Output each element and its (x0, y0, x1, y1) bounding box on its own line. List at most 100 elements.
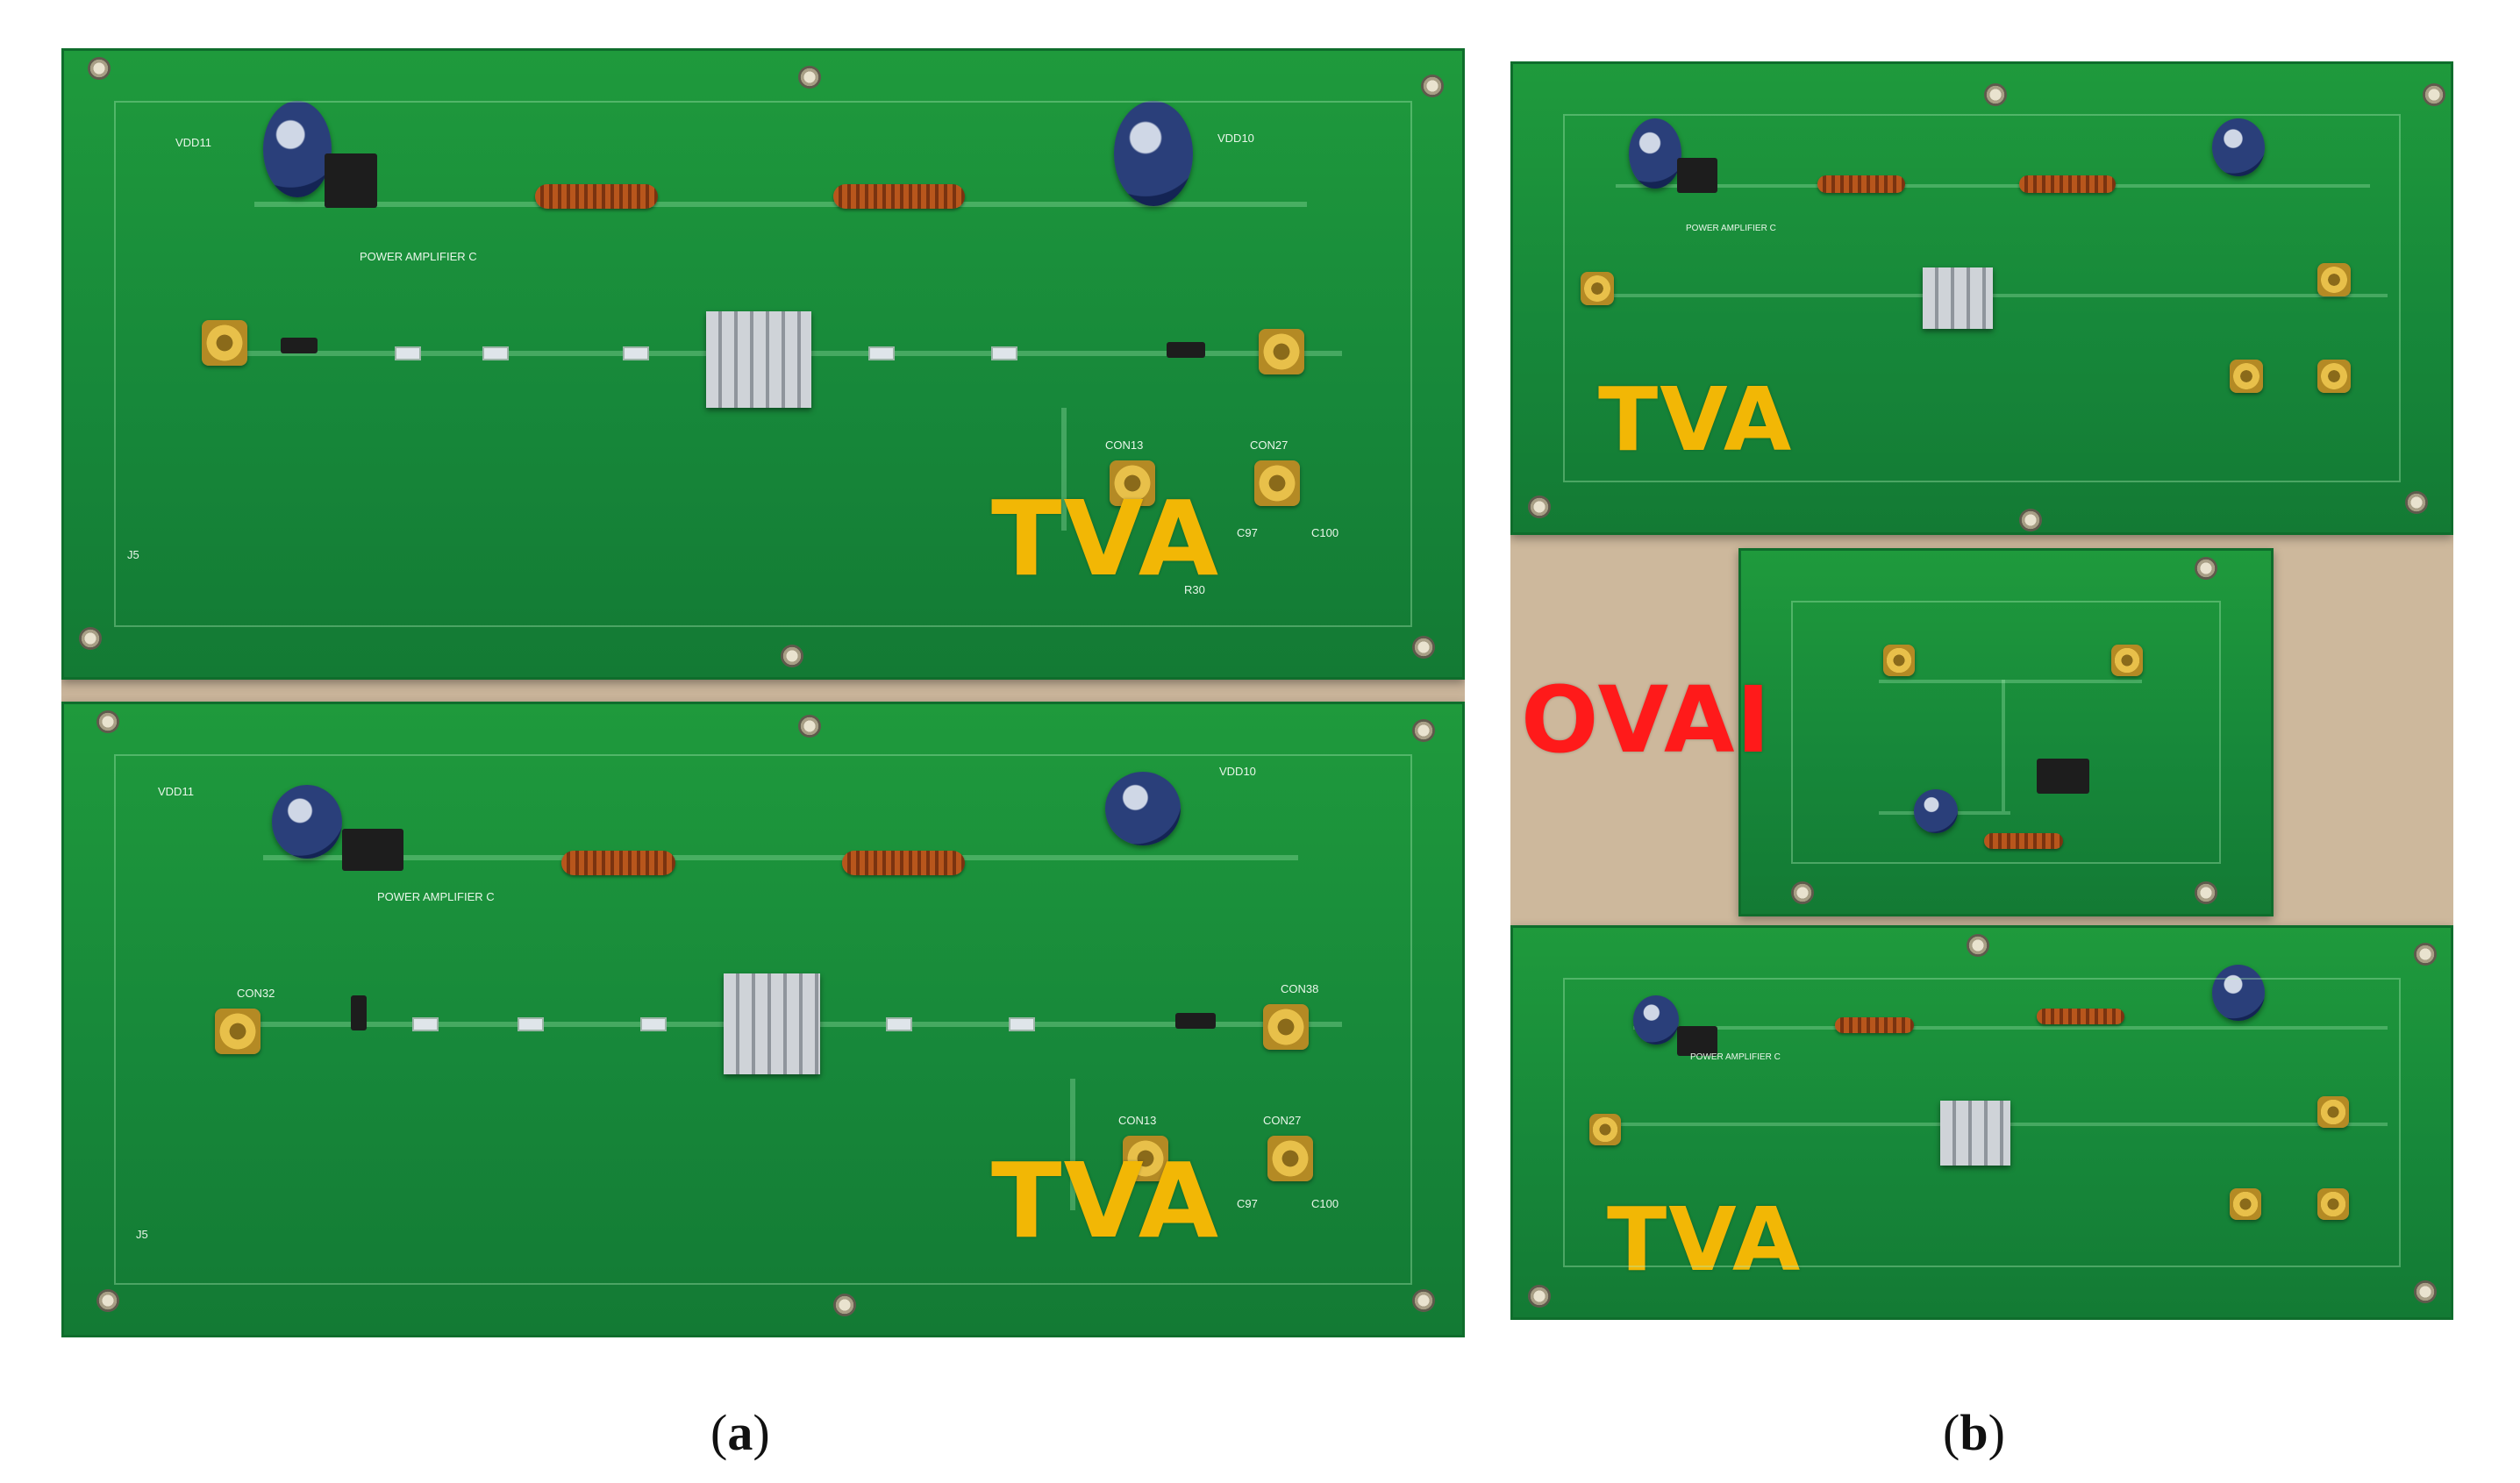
silk-j5: J5 (127, 548, 139, 561)
amplifier-ic (2037, 759, 2089, 794)
sma-connector (2230, 360, 2263, 393)
mounting-hole (88, 57, 111, 80)
mounting-hole (1984, 83, 2007, 106)
inductor-coil (2037, 1009, 2124, 1024)
silk-con27: CON27 (1263, 1114, 1302, 1127)
regulator-chip (342, 829, 403, 871)
silk-j5: J5 (136, 1228, 148, 1241)
electrolytic-capacitor (1105, 772, 1181, 845)
sma-connector (1581, 272, 1614, 305)
mounting-hole (1967, 934, 1989, 957)
mounting-hole (2019, 509, 2042, 531)
mounting-hole (1791, 881, 1814, 904)
sma-connector (2317, 1188, 2349, 1220)
smd-component (412, 1017, 439, 1031)
heatsink (1923, 267, 1993, 329)
inductor-coil (842, 851, 965, 875)
smd-component (640, 1017, 667, 1031)
heatsink (706, 311, 811, 408)
photo-b: POWER AMPLIFIER C TVA OVAI (1510, 61, 2453, 1320)
mounting-hole (1412, 1289, 1435, 1312)
photo-a: VDD11 VDD10 POWER AMPLIFIER C CON13 CON2… (61, 48, 1465, 1337)
sma-connector (2317, 1096, 2349, 1128)
sma-connector (2230, 1188, 2261, 1220)
caption-a-letter: a (727, 1404, 753, 1461)
jumper (351, 995, 367, 1030)
silk-r30: R30 (1184, 583, 1205, 596)
mounting-hole (833, 1294, 856, 1316)
caption-a: (a) (710, 1404, 770, 1461)
mounting-hole (96, 710, 119, 733)
pcb-board-b-top: POWER AMPLIFIER C TVA (1510, 61, 2453, 535)
silk-c100: C100 (1311, 1197, 1339, 1210)
silk-con32: CON32 (237, 987, 275, 1000)
silk-power-amplifier: POWER AMPLIFIER C (360, 250, 477, 263)
mounting-hole (1528, 496, 1551, 518)
electrolytic-capacitor (1633, 995, 1679, 1045)
silk-c97: C97 (1237, 526, 1258, 539)
sma-connector (2317, 263, 2351, 296)
mounting-hole (2414, 1280, 2437, 1303)
silk-c100: C100 (1311, 526, 1339, 539)
silk-power-amplifier: POWER AMPLIFIER C (377, 890, 495, 903)
mounting-hole (1421, 75, 1444, 97)
inductor-coil (833, 184, 965, 209)
inductor-coil (1835, 1017, 1914, 1033)
tva-label: TVA (991, 478, 1221, 599)
inductor-coil (1984, 833, 2063, 849)
electrolytic-capacitor (272, 785, 342, 859)
pcb-trace (1616, 1123, 2388, 1126)
smd-component (518, 1017, 544, 1031)
jumper (281, 338, 318, 353)
inductor-coil (1817, 175, 1905, 193)
mounting-hole (2414, 943, 2437, 966)
mounting-hole (2195, 881, 2217, 904)
inductor-coil (535, 184, 658, 209)
sma-connector (2111, 645, 2143, 676)
silk-power-amplifier: POWER AMPLIFIER C (1686, 224, 1776, 233)
pcb-board-a-bottom: VDD11 VDD10 POWER AMPLIFIER C CON32 CON3… (61, 702, 1465, 1337)
caption-b: (b) (1943, 1404, 2005, 1461)
smd-component (395, 346, 421, 360)
electrolytic-capacitor (1114, 101, 1193, 206)
silk-vdd10: VDD10 (1217, 132, 1254, 145)
mounting-hole (1412, 636, 1435, 659)
pcb-board-b-bottom: POWER AMPLIFIER C TVA (1510, 925, 2453, 1320)
pcb-trace (1061, 408, 1067, 531)
jumper (1167, 342, 1205, 358)
mounting-hole (2423, 83, 2445, 106)
silk-vdd11: VDD11 (175, 136, 211, 149)
tva-label: TVA (1607, 1188, 1803, 1291)
sma-connector (1589, 1114, 1621, 1145)
sma-connector (1110, 460, 1155, 506)
pcb-trace (237, 1022, 1342, 1027)
pcb-trace (1633, 1026, 2388, 1030)
inductor-coil (561, 851, 675, 875)
mounting-hole (2405, 491, 2428, 514)
smd-component (991, 346, 1017, 360)
mounting-hole (96, 1289, 119, 1312)
jumper (1175, 1013, 1216, 1029)
pcb-trace (1879, 811, 2010, 815)
tva-label: TVA (991, 1140, 1221, 1261)
mounting-hole (1412, 719, 1435, 742)
electrolytic-capacitor (2212, 965, 2265, 1021)
electrolytic-capacitor (2212, 118, 2265, 176)
mounting-hole (798, 715, 821, 738)
pcb-board-ovai (1738, 548, 2274, 916)
electrolytic-capacitor (1629, 118, 1681, 189)
sma-connector (1254, 460, 1300, 506)
silk-con13: CON13 (1105, 438, 1144, 452)
heatsink (724, 973, 820, 1074)
regulator-chip (325, 153, 377, 208)
pcb-trace (1616, 184, 2370, 188)
mounting-hole (798, 66, 821, 89)
sma-connector (1267, 1136, 1313, 1181)
mounting-hole (79, 627, 102, 650)
smd-component (868, 346, 895, 360)
mounting-hole (2195, 557, 2217, 580)
tva-label: TVA (1598, 368, 1794, 471)
mounting-hole (781, 645, 803, 667)
silk-vdd10: VDD10 (1219, 765, 1256, 778)
heatsink (1940, 1101, 2010, 1166)
